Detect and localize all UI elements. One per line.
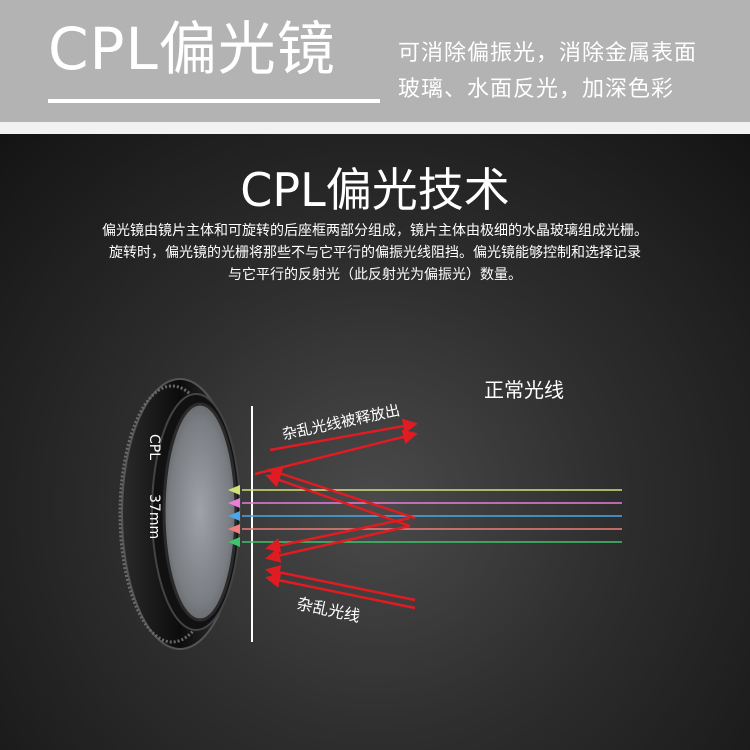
product-title: CPL偏光镜 — [48, 15, 336, 83]
normal-ray-arrow-1 — [228, 485, 240, 495]
paragraph-line-3: 与它平行的反射光（此反射光为偏振光）数量。 — [228, 267, 522, 283]
header-divider — [0, 122, 750, 134]
scatter-ray-5 — [265, 516, 411, 553]
header-banner: CPL偏光镜 可消除偏振光，消除金属表面 玻璃、水面反光，加深色彩 — [0, 0, 750, 122]
cpl-lens-filter: CPL 37mm — [118, 378, 241, 650]
description-line-2: 玻璃、水面反光，加深色彩 — [398, 77, 675, 102]
scatter-ray-7 — [265, 565, 416, 602]
scatter-ray-1 — [269, 418, 418, 452]
normal-ray-arrow-4 — [228, 524, 240, 534]
normal-rays — [228, 485, 622, 547]
lens-glass-rim — [162, 402, 238, 622]
polarizer-diagram: CPL 37mm — [118, 378, 622, 650]
section-title: CPL偏光技术 — [240, 163, 510, 217]
normal-ray-arrow-2 — [228, 498, 240, 508]
product-description: 可消除偏振光，消除金属表面 玻璃、水面反光，加深色彩 — [398, 36, 738, 108]
technology-paragraph: 偏光镜由镜片主体和可旋转的后座框两部分组成，镜片主体由极细的水晶玻璃组成光栅。 … — [30, 220, 720, 286]
scatter-ray-2 — [254, 429, 418, 476]
scatter-rays — [254, 418, 418, 610]
scatter-ray-8 — [265, 573, 416, 610]
normal-ray-arrow-3 — [228, 511, 240, 521]
scatter-ray-6 — [265, 524, 411, 563]
description-line-1: 可消除偏振光，消除金属表面 — [398, 41, 698, 66]
normal-rays-label: 正常光线 — [484, 378, 564, 402]
normal-ray-arrow-5 — [228, 537, 240, 547]
title-underline — [48, 99, 380, 103]
lens-brand-text: CPL — [146, 434, 162, 460]
scatter-ray-3 — [267, 466, 416, 520]
lens-glass — [164, 404, 236, 620]
paragraph-line-1: 偏光镜由镜片主体和可旋转的后座框两部分组成，镜片主体由极细的水晶玻璃组成光栅。 — [102, 223, 648, 239]
technology-section: CPL偏光技术 偏光镜由镜片主体和可旋转的后座框两部分组成，镜片主体由极细的水晶… — [0, 134, 750, 750]
lens-size-text: 37mm — [146, 494, 162, 539]
paragraph-line-2: 旋转时，偏光镜的光栅将那些不与它平行的偏振光线阻挡。偏光镜能够控制和选择记录 — [109, 245, 641, 261]
scatter-ray-4 — [265, 472, 411, 528]
